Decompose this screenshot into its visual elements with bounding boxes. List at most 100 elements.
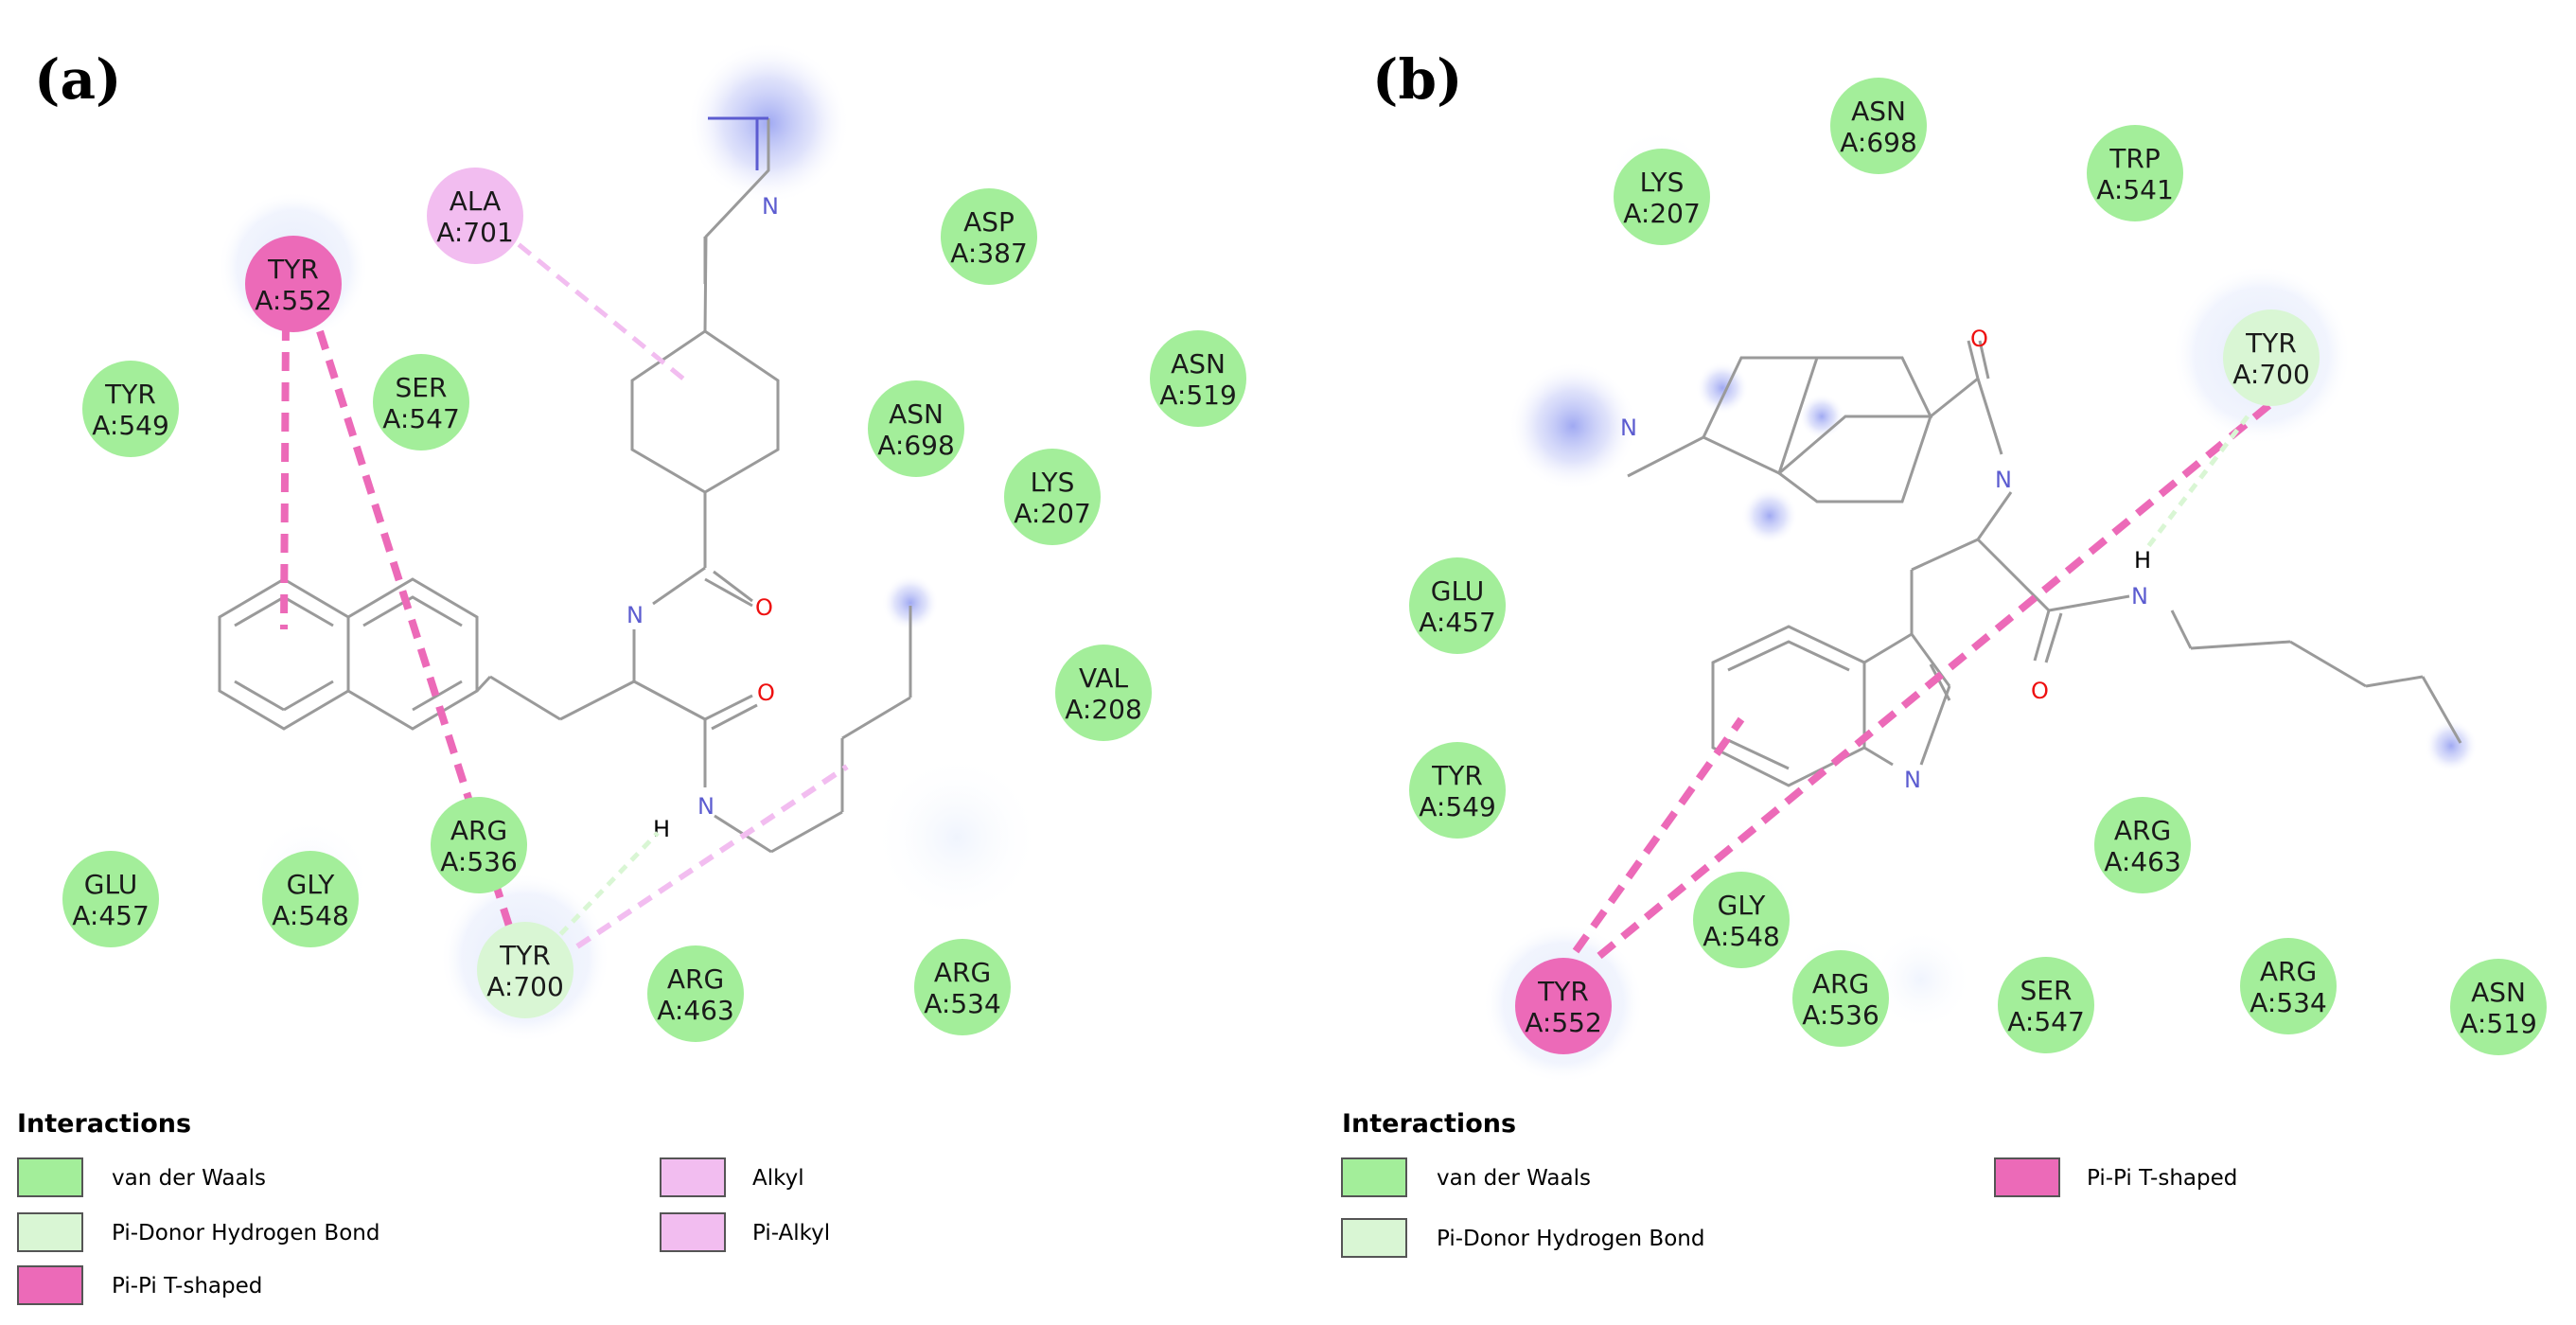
residue-name: ARG [934, 957, 991, 988]
residue-position: A:457 [1419, 607, 1496, 638]
residue-name: ASN [1171, 348, 1226, 380]
residue-circle [2087, 125, 2183, 221]
residue-position: A:536 [1802, 999, 1879, 1031]
residue-name: ASP [963, 206, 1015, 238]
residue-position: A:548 [1703, 921, 1780, 952]
residue-circle [1004, 449, 1101, 545]
residue-position: A:552 [1525, 1007, 1602, 1038]
residue-circle [431, 797, 527, 893]
residue-name: ARG [2260, 956, 2317, 987]
legend-label: Pi-Donor Hydrogen Bond [112, 1221, 379, 1246]
residue-circle [82, 361, 179, 457]
residue-circle [1998, 957, 2094, 1053]
residue-circle [1693, 872, 1790, 968]
residue-circle [2240, 938, 2337, 1034]
hydrogen-atom: H [653, 816, 670, 842]
residue-circle [2094, 797, 2191, 893]
legend-item-pidonor: Pi-Donor Hydrogen Bond [1341, 1218, 1704, 1258]
legend-swatch [17, 1157, 83, 1197]
residue-name: SER [396, 372, 448, 403]
residue-name: TYR [499, 940, 551, 971]
residue-position: A:552 [255, 285, 332, 316]
legend-label: Pi-Donor Hydrogen Bond [1437, 1227, 1704, 1251]
oxygen-atom: O [755, 594, 773, 621]
legend-label: Pi-Pi T-shaped [112, 1274, 262, 1298]
residue-name: LYS [1031, 467, 1075, 498]
legend-item-alkyl: Alkyl [660, 1157, 804, 1197]
residue-circle [1792, 950, 1889, 1047]
panel-a: (a) [17, 42, 1246, 1305]
residue-position: A:547 [382, 403, 460, 434]
pipi-interaction [1597, 392, 2284, 960]
residue-position: A:208 [1065, 694, 1142, 725]
residue-position: A:519 [2460, 1008, 2537, 1039]
halo [1869, 928, 1973, 1032]
residue-circle [62, 851, 159, 947]
legend-swatch [17, 1212, 83, 1252]
legend-label: Alkyl [752, 1166, 804, 1191]
panel-b-interaction-lines [1572, 392, 2284, 960]
residue-circle [1409, 742, 1506, 839]
pidonor-interaction [547, 831, 660, 948]
residue-circle [427, 168, 523, 264]
residue-name: LYS [1640, 167, 1685, 198]
residue-circle [1055, 645, 1152, 741]
residue-position: A:548 [272, 900, 349, 931]
halo [1696, 362, 1749, 415]
legend-item-pipi: Pi-Pi T-shaped [1994, 1157, 2237, 1197]
oxygen-atom: O [1970, 326, 1988, 352]
residue-position: A:549 [92, 410, 169, 441]
residue-position: A:519 [1159, 380, 1237, 411]
legend-swatch [1341, 1157, 1407, 1197]
nitrogen-atom: N [1620, 415, 1637, 441]
residue-name: GLU [1431, 575, 1484, 607]
pialkyl-interaction [575, 764, 849, 949]
residue-name: GLY [287, 869, 336, 900]
residue-circle [1150, 330, 1246, 427]
nitrogen-atom: N [1995, 467, 2012, 493]
legend-item-vdw: van der Waals [17, 1157, 266, 1197]
legend-swatch [1341, 1218, 1407, 1258]
alkyl-interaction [498, 227, 691, 385]
nitrogen-atom: N [626, 602, 644, 628]
residue-position: A:698 [877, 430, 955, 461]
residue-name: ARG [1812, 968, 1869, 999]
residue-position: A:541 [2096, 174, 2174, 205]
oxygen-atom: O [757, 680, 775, 706]
nitrogen-atom: N [2131, 583, 2148, 610]
residue-name: ASN [1851, 96, 1906, 127]
pipi-interaction [280, 321, 290, 630]
residue-circle [1409, 557, 1506, 654]
residue-name: ASN [2471, 977, 2526, 1008]
panel-a-residues: ALAA:701TYRA:552ASPA:387TYRA:549SERA:547… [62, 168, 1246, 1042]
legend-label: Pi-Alkyl [752, 1221, 830, 1246]
residue-circle [2223, 309, 2320, 406]
residue-position: A:536 [440, 846, 518, 877]
panel-b-atoms: N O N H N O N [1620, 326, 2151, 793]
panel-a-legend: Interactions van der Waals Pi-Donor Hydr… [17, 1109, 830, 1305]
residue-name: VAL [1079, 662, 1129, 694]
residue-name: ASN [889, 398, 944, 430]
legend-item-vdw: van der Waals [1341, 1157, 1591, 1197]
halo [1799, 394, 1844, 439]
legend-label: Pi-Pi T-shaped [2087, 1166, 2237, 1191]
